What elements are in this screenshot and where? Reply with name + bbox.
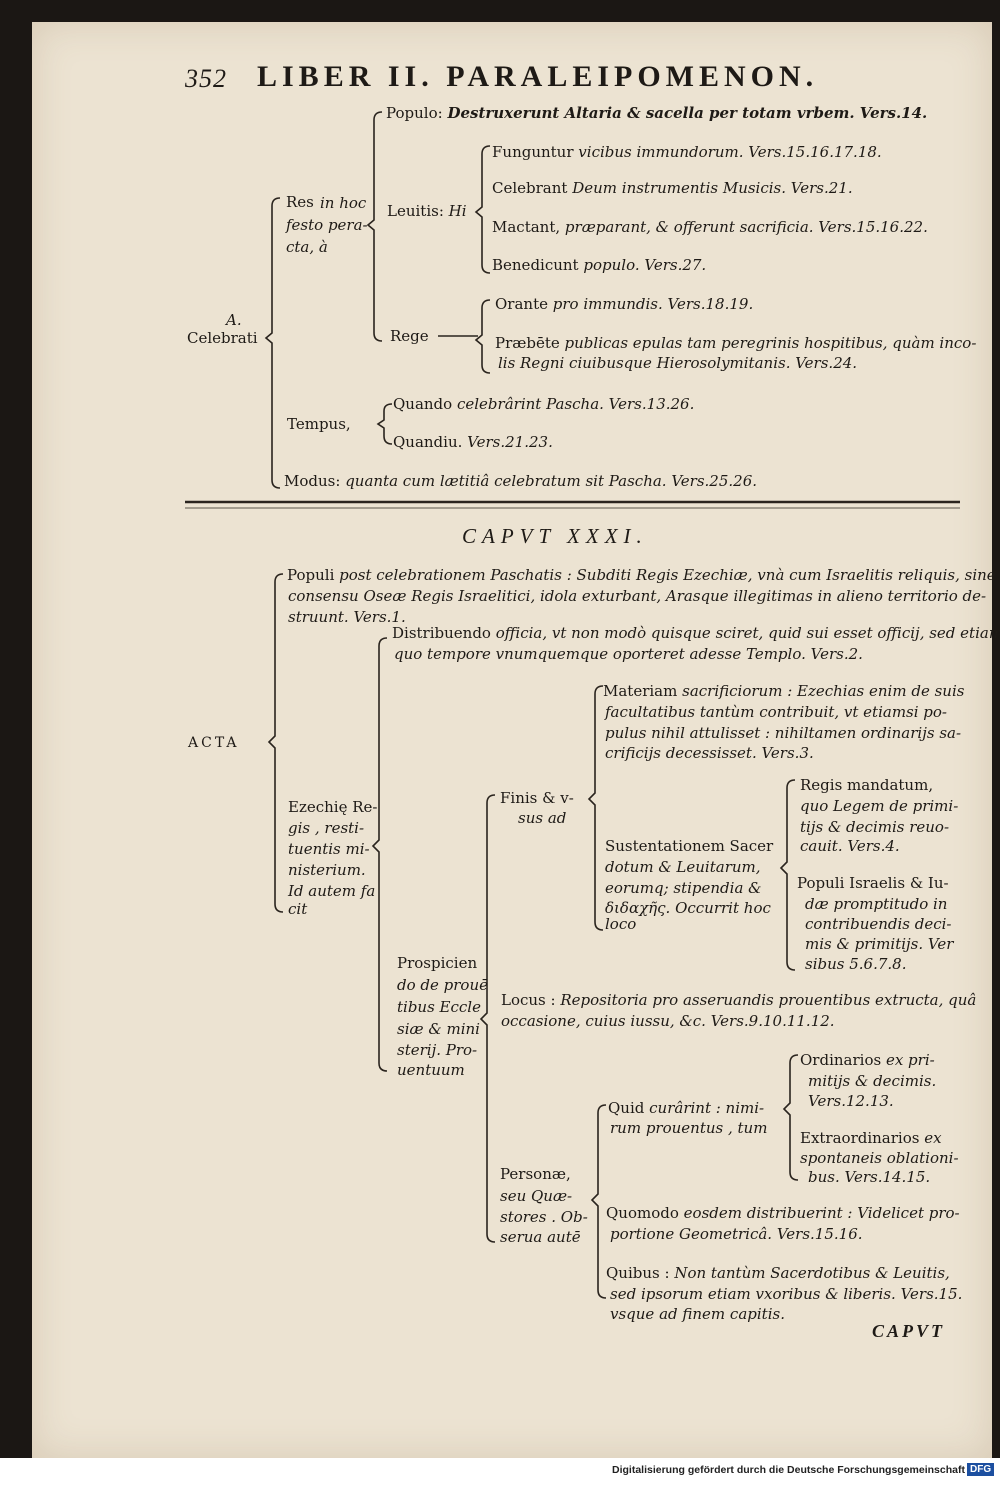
rege-item-continued: lis Regni ciuibusque Hierosolymitanis. V… bbox=[498, 354, 858, 372]
node-rege: Rege bbox=[390, 327, 429, 345]
chapter-title: CAPVT XXXI. bbox=[462, 524, 648, 548]
node-populo: Populo: Destruxerunt Altaria & sacella p… bbox=[386, 104, 928, 122]
rege-item: Præbēte publicas epulas tam peregrinis h… bbox=[495, 334, 977, 352]
node-tempus: Tempus, bbox=[287, 415, 351, 433]
node-modus: Modus: quanta cum lætitiâ celebratum sit… bbox=[284, 472, 758, 490]
tempus-item: Quando celebrârint Pascha. Vers.13.26. bbox=[393, 395, 695, 413]
leuitis-item: Mactant, præparant, & offerunt sacrifici… bbox=[492, 218, 928, 236]
catchword: CAPVT bbox=[872, 1321, 946, 1341]
dfg-logo: DFG bbox=[967, 1463, 995, 1476]
footer-text: Digitalisierung gefördert durch die Deut… bbox=[612, 1464, 972, 1476]
root-celebratio: Celebrati bbox=[187, 329, 258, 347]
tempus-item: Quandiu. Vers.21.23. bbox=[393, 433, 553, 451]
rege-item: Orante pro immundis. Vers.18.19. bbox=[495, 295, 754, 313]
leuitis-item: Funguntur vicibus immundorum. Vers.15.16… bbox=[492, 143, 882, 161]
running-title: LIBER II. PARALEIPOMENON. bbox=[257, 60, 819, 93]
node-res-desc: in hoc festo pera-cta, à bbox=[286, 194, 368, 256]
leuitis-item: Benedicunt populo. Vers.27. bbox=[492, 256, 707, 274]
section-marker: A. bbox=[226, 311, 242, 329]
book-page bbox=[32, 22, 992, 1458]
leuitis-item: Celebrant Deum instrumentis Musicis. Ver… bbox=[492, 179, 853, 197]
footer-bar: Digitalisierung gefördert durch die Deut… bbox=[0, 1458, 1000, 1485]
node-leuitis: Leuitis: Hi bbox=[387, 202, 467, 220]
node-res: Res bbox=[286, 193, 314, 211]
root-acta: ACTA bbox=[188, 735, 240, 751]
page-number: 352 bbox=[185, 64, 227, 93]
